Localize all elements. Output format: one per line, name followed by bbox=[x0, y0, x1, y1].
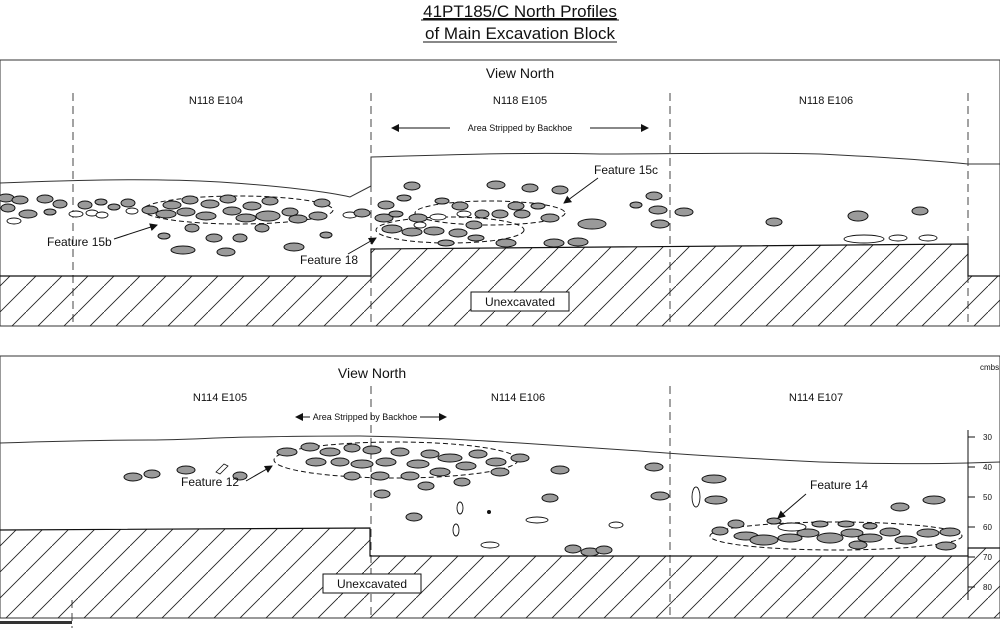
unexcavated-hatch bbox=[0, 528, 1000, 618]
ground-surface-line bbox=[370, 152, 1000, 186]
unexcavated-box bbox=[322, 573, 422, 594]
top-profile-panel: View North N118 E104 N118 E105 N118 E106… bbox=[0, 59, 1000, 327]
feature-ring bbox=[709, 521, 963, 551]
feature-12-label: Feature 12 bbox=[181, 475, 239, 489]
depth-tick-label: 40 bbox=[983, 463, 992, 472]
rock-cluster bbox=[374, 180, 938, 248]
feature-15c-label: Feature 15c bbox=[594, 163, 658, 177]
feature-ring bbox=[414, 200, 566, 226]
bottom-unit-label: N114 E105 bbox=[193, 392, 247, 404]
scale-bar bbox=[0, 621, 72, 624]
depth-scale-ticks: 30 40 50 60 70 80 bbox=[968, 433, 992, 592]
depth-scale-unit: cmbs bbox=[980, 363, 999, 372]
depth-tick-label: 50 bbox=[983, 493, 992, 502]
artifact-point-mark bbox=[487, 510, 491, 514]
figure-title-line2: of Main Excavation Block bbox=[425, 24, 615, 43]
feature-12-arrow bbox=[245, 465, 273, 482]
rock-cluster bbox=[711, 495, 961, 551]
rock-cluster bbox=[0, 193, 371, 257]
bottom-view-label: View North bbox=[338, 365, 406, 381]
feature-18-arrow bbox=[347, 237, 377, 255]
feature-14-arrow bbox=[777, 493, 807, 519]
excavation-floor-line bbox=[0, 243, 1000, 277]
top-unit-label: N118 E104 bbox=[189, 95, 243, 107]
feature-18-label: Feature 18 bbox=[300, 253, 358, 267]
feature-15c-arrow bbox=[563, 177, 599, 204]
ground-surface-line bbox=[0, 435, 1000, 465]
feature-14-label: Feature 14 bbox=[810, 478, 868, 492]
unexcavated-label: Unexcavated bbox=[485, 295, 555, 309]
figure-title-line1: 41PT185/C North Profiles bbox=[423, 2, 617, 21]
unexcavated-hatch bbox=[0, 244, 1000, 326]
stripped-area-label: Area Stripped by Backhoe bbox=[468, 123, 573, 133]
rock-cluster bbox=[123, 442, 728, 557]
depth-tick-label: 60 bbox=[983, 523, 992, 532]
bottom-unit-label: N114 E106 bbox=[491, 392, 545, 404]
feature-15b-arrow bbox=[113, 223, 158, 240]
feature-15b-label: Feature 15b bbox=[47, 235, 112, 249]
unexcavated-box bbox=[470, 291, 570, 312]
top-view-label: View North bbox=[486, 65, 554, 81]
stripped-area-label: Area Stripped by Backhoe bbox=[313, 412, 418, 422]
bottom-profile-panel: View North N114 E105 N114 E106 N114 E107… bbox=[0, 355, 1000, 628]
depth-tick-label: 30 bbox=[983, 433, 992, 442]
ground-surface-line bbox=[0, 179, 372, 198]
unexcavated-label: Unexcavated bbox=[337, 577, 407, 591]
top-unit-label: N118 E106 bbox=[799, 95, 853, 107]
depth-tick-label: 80 bbox=[983, 583, 992, 592]
depth-tick-label: 70 bbox=[983, 553, 992, 562]
bottom-unit-label: N114 E107 bbox=[789, 392, 843, 404]
top-unit-label: N118 E105 bbox=[493, 95, 547, 107]
artifact-mark bbox=[215, 463, 229, 475]
